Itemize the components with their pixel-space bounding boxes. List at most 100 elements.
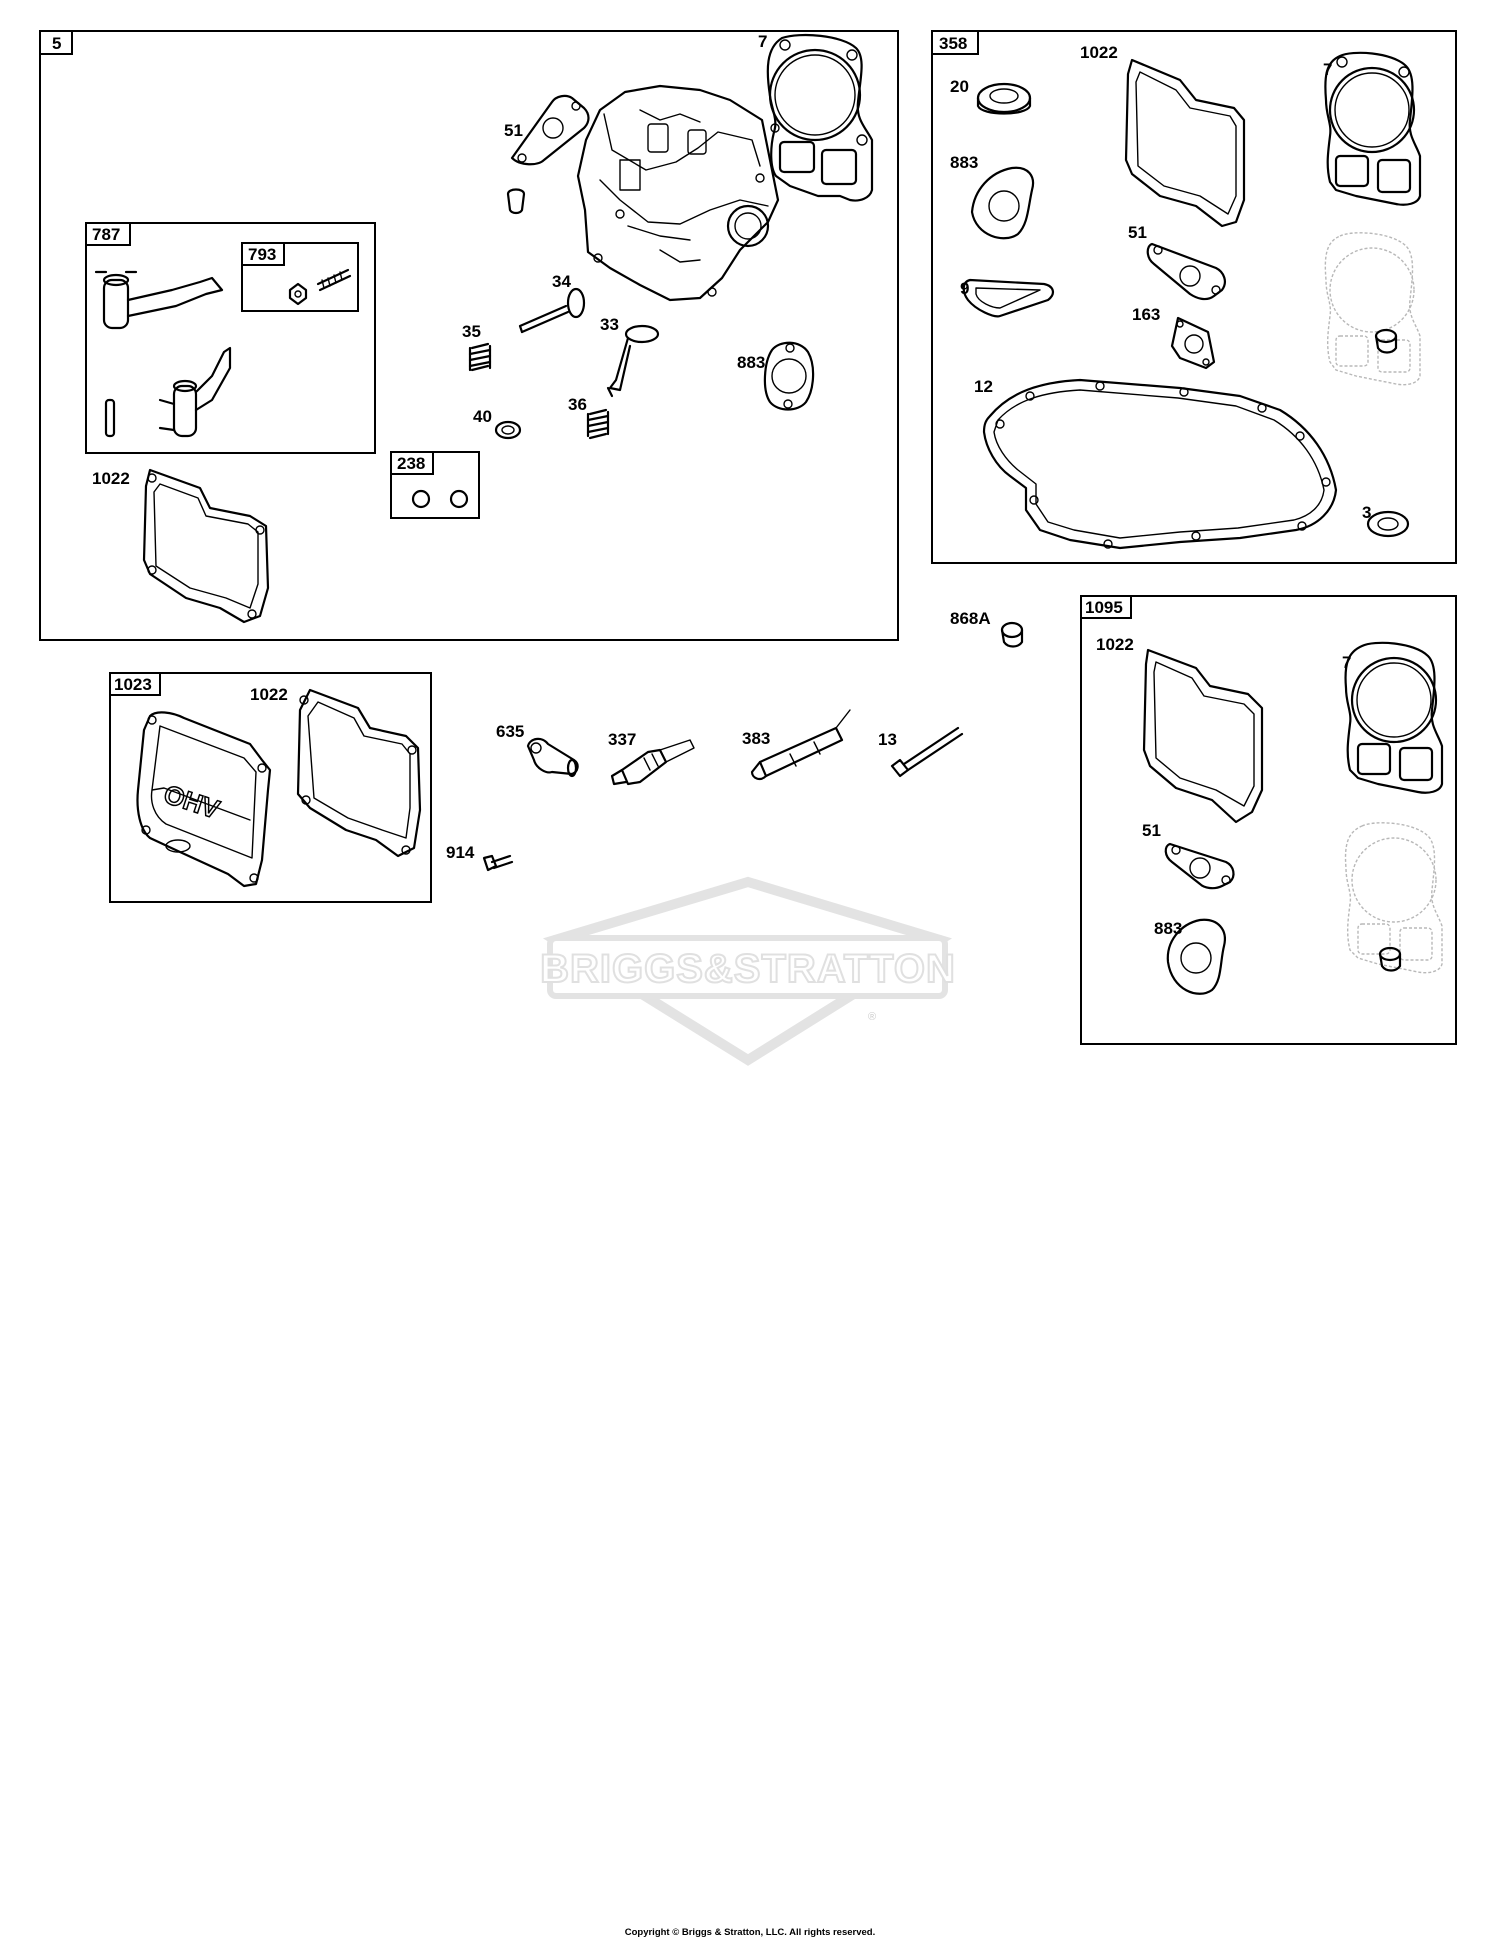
nut-icon (288, 282, 308, 306)
head-gasket-2-icon (1324, 51, 1422, 206)
group-1095-frame (1080, 595, 1457, 1045)
part-label-883-c: 883 (1154, 919, 1182, 938)
breather-gasket-icon (962, 278, 1054, 318)
part-label-7-b: 7 (1323, 60, 1332, 79)
part-label-337: 337 (608, 730, 636, 749)
group-1095-tag: 1095 (1085, 598, 1123, 617)
rocker-cover-gasket-4-icon (1142, 648, 1264, 824)
part-label-1022: 1022 (92, 469, 130, 488)
part-label-1022-d: 1022 (1096, 635, 1134, 654)
group-5-tag-box (39, 30, 73, 55)
spark-plug-icon (610, 739, 695, 786)
exhaust-gasket-2-icon (970, 166, 1035, 240)
valve-spring-icon (468, 342, 492, 372)
group-358-tag-box (931, 30, 979, 55)
briggs-stratton-watermark: BRIGGS&STRATTON ® (539, 876, 956, 1066)
group-358-frame (931, 30, 1457, 564)
seal-washer-icon (1366, 510, 1410, 538)
part-label-35: 35 (462, 322, 481, 341)
group-787-rocker-arm: 787 793 (85, 222, 376, 454)
group-5-frame (39, 30, 899, 641)
rocker-arm-icon (94, 270, 224, 330)
part-label-883-b: 883 (950, 153, 978, 172)
group-787-frame (85, 222, 376, 454)
pivot-pin-icon (104, 398, 116, 438)
part-label-868a: 868A (950, 609, 991, 628)
part-868a-icon (1000, 621, 1024, 648)
intake-gasket-3-icon (1164, 842, 1235, 890)
group-358-gasket-set: 358 20 1022 7 (931, 30, 1457, 564)
group-793-frame (241, 242, 359, 312)
rocker-cover-gasket-3-icon (296, 688, 422, 858)
group-1095-gasket-set: 1095 1022 7 51 88 (1080, 595, 1457, 1045)
group-793-tag-box (241, 242, 285, 266)
group-238-tag: 238 (397, 454, 425, 473)
group-238-tag-box (390, 451, 434, 475)
valve-guide-icon (506, 188, 526, 215)
carburetor-gasket-icon (1170, 316, 1216, 370)
part-label-914: 914 (446, 843, 475, 862)
group-1023-rocker-cover: 1023 OHV 1022 (109, 672, 432, 903)
part-label-40: 40 (473, 407, 492, 426)
group-238-frame (390, 451, 480, 519)
part-label-7-c: 7 (1342, 653, 1351, 672)
part-label-34: 34 (552, 272, 571, 291)
intake-gasket-icon (510, 94, 590, 166)
cover-bolt-icon (482, 854, 514, 872)
exhaust-gasket-3-icon (1166, 918, 1226, 995)
part-label-1022-c: 1022 (250, 685, 288, 704)
group-5-tag: 5 (52, 34, 61, 53)
group-1023-tag: 1023 (114, 675, 152, 694)
part-label-163: 163 (1132, 305, 1160, 324)
head-gasket-icon (766, 33, 874, 202)
part-label-635: 635 (496, 722, 524, 741)
adjuster-screw-icon (316, 268, 352, 292)
head-gasket-3-icon (1344, 641, 1444, 794)
rocker-arm-2-icon (158, 346, 232, 438)
part-label-20: 20 (950, 77, 969, 96)
part-label-12: 12 (974, 377, 993, 396)
crankcase-gasket-icon (982, 378, 1338, 550)
head-gasket-ghost-icon (1324, 232, 1421, 386)
group-358-tag: 358 (939, 34, 967, 53)
part-label-383: 383 (742, 729, 770, 748)
group-793-adjuster: 793 (241, 242, 359, 312)
part-label-51-c: 51 (1142, 821, 1161, 840)
group-1023-tag-box (109, 672, 161, 696)
watermark-registered: ® (868, 1011, 876, 1023)
watermark-text: BRIGGS&STRATTON (540, 947, 956, 991)
group-1023-frame (109, 672, 432, 903)
long-bolt-icon (890, 726, 964, 778)
group-1095-tag-box (1080, 595, 1132, 619)
spring-retainer-icon (494, 420, 522, 440)
valve-guide-3-icon (1378, 946, 1402, 972)
part-label-36: 36 (568, 395, 587, 414)
valve-spring-2-icon (586, 408, 610, 440)
copyright-text: Copyright © Briggs & Stratton, LLC. All … (625, 1927, 876, 1938)
oil-seal-icon (976, 82, 1032, 115)
rocker-cover-gasket-icon (142, 468, 270, 624)
ohv-text: OHV (160, 779, 223, 825)
part-label-51-b: 51 (1128, 223, 1147, 242)
part-label-3: 3 (1362, 503, 1371, 522)
valve-cap-2-icon (449, 489, 469, 509)
intake-valve-icon (606, 324, 660, 398)
rocker-cover-gasket-2-icon (1124, 58, 1246, 228)
group-5-cylinder-head: 5 7 51 (39, 30, 899, 641)
valve-cap-icon (411, 489, 431, 509)
valve-guide-2-icon (1374, 328, 1398, 354)
part-label-9: 9 (960, 279, 969, 298)
group-787-tag: 787 (92, 225, 120, 244)
part-label-51: 51 (504, 121, 523, 140)
cylinder-head-icon (576, 84, 780, 302)
breather-elbow-icon (526, 737, 579, 778)
rocker-cover-icon: OHV (136, 711, 272, 888)
group-787-tag-box (85, 222, 131, 246)
exhaust-gasket-icon (763, 341, 815, 411)
part-label-13: 13 (878, 730, 897, 749)
part-label-883: 883 (737, 353, 765, 372)
group-793-tag: 793 (248, 245, 276, 264)
oil-tube-icon (750, 709, 851, 781)
group-238-valve-caps: 238 (390, 451, 480, 519)
